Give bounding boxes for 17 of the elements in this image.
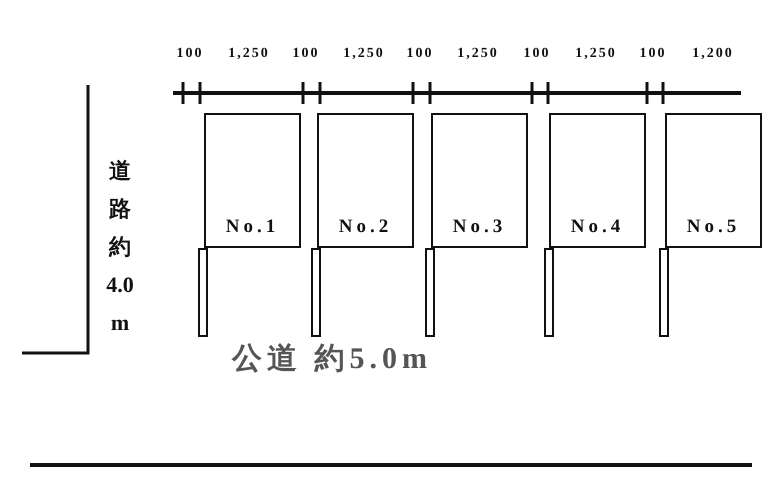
dimension-label: 100 (292, 46, 320, 62)
dimension-label: 1,200 (691, 46, 735, 62)
parking-space-box: No.5 (665, 113, 762, 248)
parking-space-box: No.4 (549, 113, 646, 248)
dimension-label: 1,250 (574, 46, 618, 62)
dimension-label: 100 (176, 46, 204, 62)
road-width-label: 公道 約5.0m (232, 341, 432, 377)
dimension-label: 100 (522, 46, 552, 62)
parking-space-box: No.1 (204, 113, 301, 248)
dimension-label: 100 (406, 46, 434, 62)
road-width-label: 道路約4.0m (105, 157, 135, 337)
dimension-label: 1,250 (342, 46, 386, 62)
dimension-label: 1,250 (456, 46, 500, 62)
dimension-label: 100 (638, 46, 668, 62)
dimension-label: 1,250 (227, 46, 271, 62)
parking-space-box: No.2 (317, 113, 414, 248)
parking-space-box: No.3 (431, 113, 528, 248)
